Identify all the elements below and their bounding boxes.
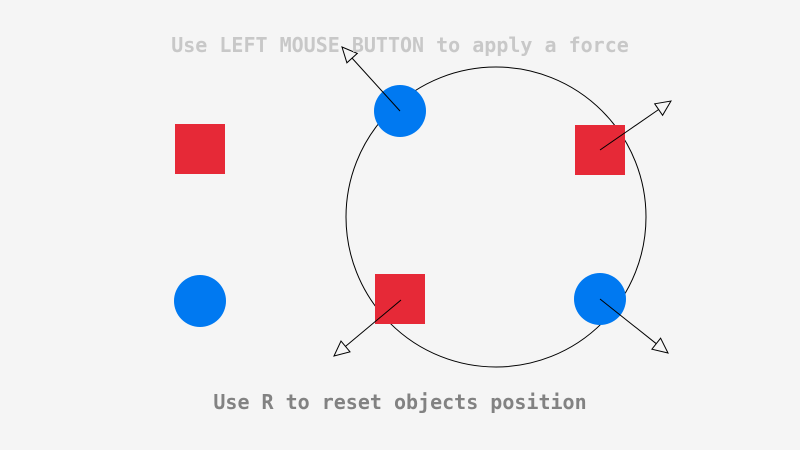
force-arrow-line (345, 299, 402, 347)
force-arrow-head (341, 46, 359, 64)
force-arrow-line (351, 57, 401, 112)
instruction-apply-force: Use LEFT MOUSE BUTTON to apply a force (171, 33, 629, 57)
force-arrow-head (333, 340, 351, 357)
physics-body-circle[interactable] (174, 275, 226, 327)
physics-body-square[interactable] (175, 124, 225, 174)
force-arrow-line (599, 298, 657, 345)
force-arrow-line (599, 109, 659, 151)
boundary-circle (345, 66, 647, 368)
force-arrow-head (653, 100, 672, 117)
instruction-reset-objects: Use R to reset objects position (213, 390, 587, 414)
physics-body-square[interactable] (375, 274, 425, 324)
force-arrow-head (651, 337, 669, 354)
